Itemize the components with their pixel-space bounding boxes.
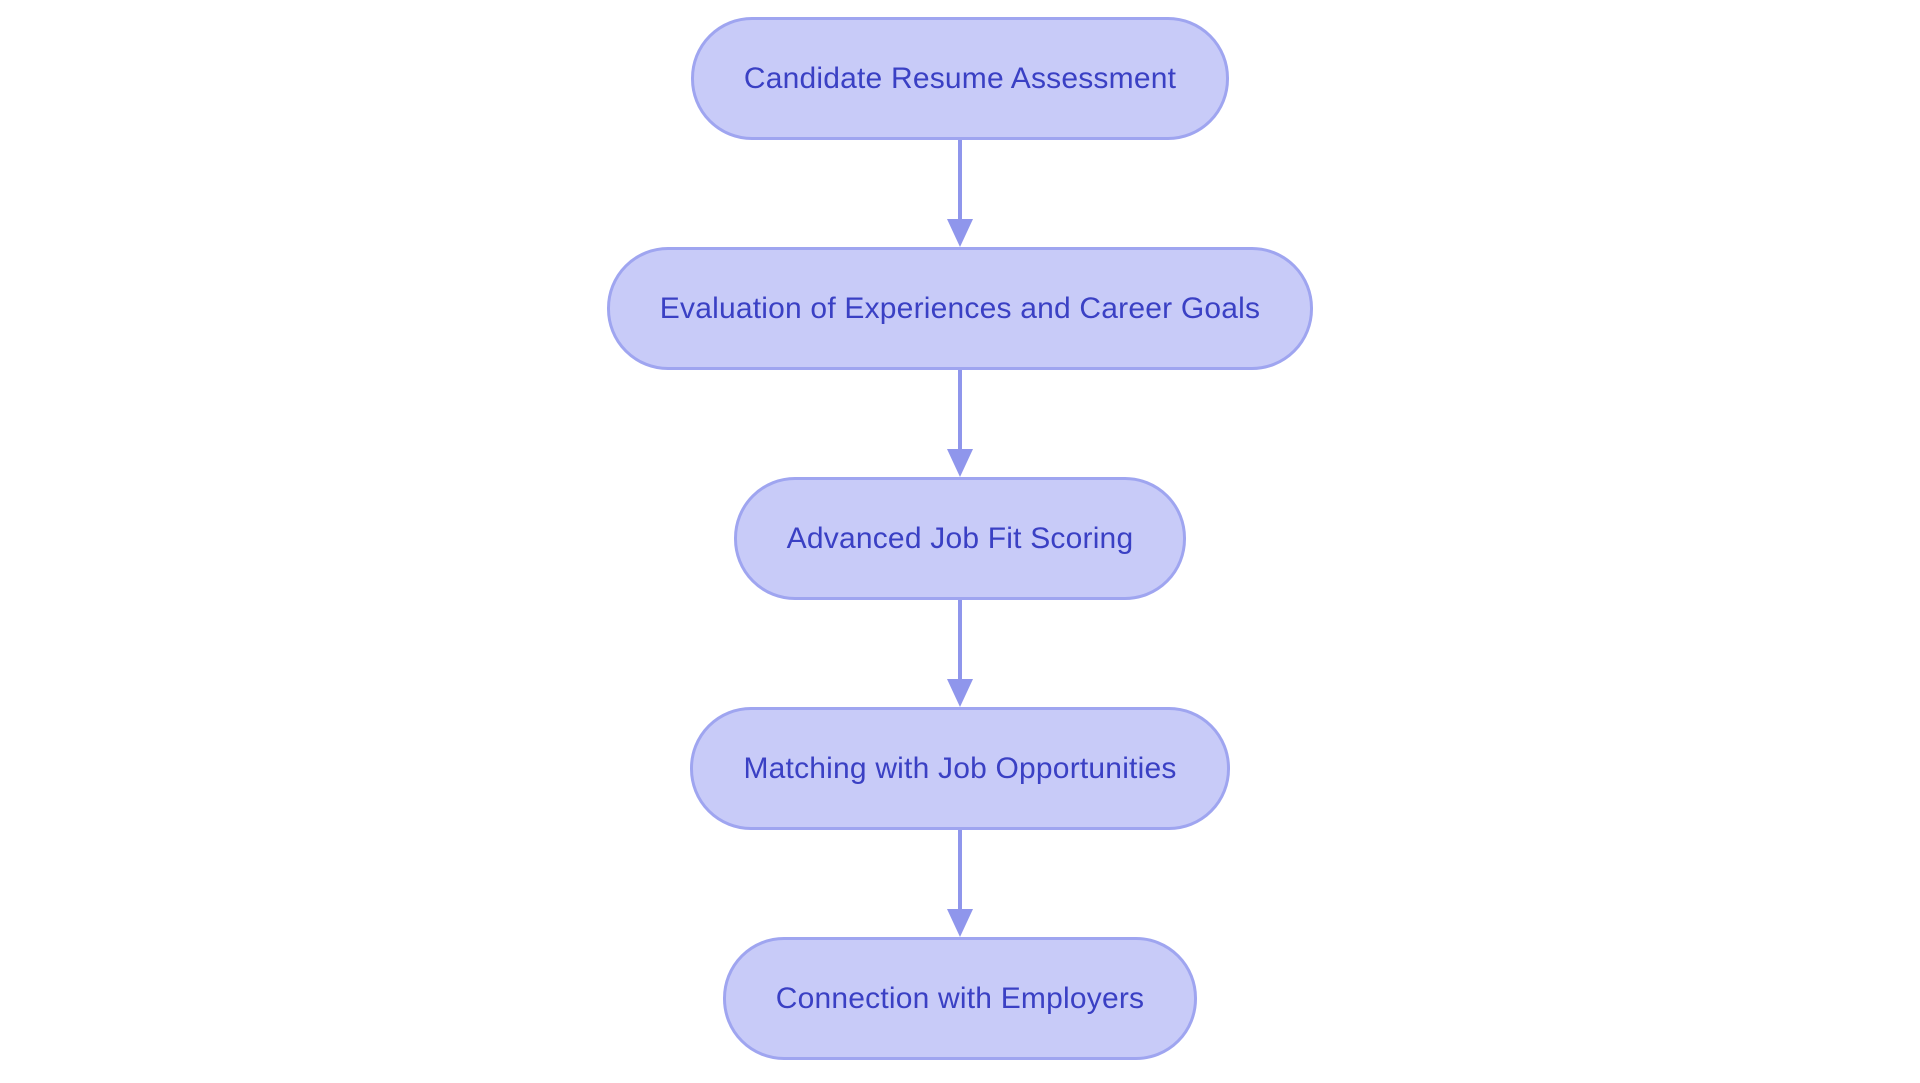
node-label: Candidate Resume Assessment xyxy=(743,61,1177,95)
arrow-down-icon xyxy=(947,370,973,477)
arrow-down-icon xyxy=(947,600,973,707)
node-connection-with-employers: Connection with Employers xyxy=(722,937,1198,1060)
node-label: Matching with Job Opportunities xyxy=(743,751,1177,785)
node-matching-with-job-opportunities: Matching with Job Opportunities xyxy=(690,707,1230,830)
node-label: Evaluation of Experiences and Career Goa… xyxy=(659,291,1261,325)
arrow-down-icon xyxy=(947,830,973,937)
node-label: Advanced Job Fit Scoring xyxy=(786,521,1134,555)
node-advanced-job-fit-scoring: Advanced Job Fit Scoring xyxy=(733,477,1187,600)
node-evaluation-of-experiences-and-career-goals: Evaluation of Experiences and Career Goa… xyxy=(606,247,1314,370)
node-label: Connection with Employers xyxy=(775,981,1145,1015)
node-candidate-resume-assessment: Candidate Resume Assessment xyxy=(690,17,1230,140)
arrow-down-icon xyxy=(947,140,973,247)
